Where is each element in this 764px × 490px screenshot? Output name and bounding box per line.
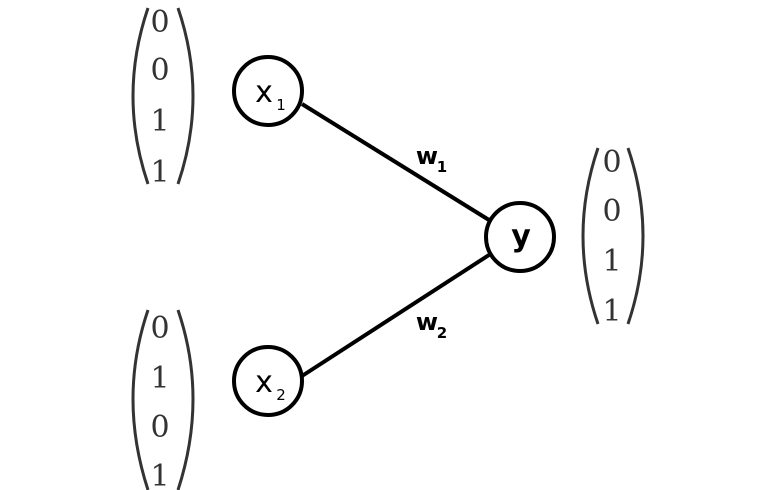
node-label: y (511, 219, 531, 254)
vector-entry: 1 (602, 244, 621, 279)
left-paren (581, 147, 600, 325)
vector-entry: 1 (602, 294, 621, 329)
weight-w2: w 2 (416, 308, 447, 342)
weight-label: w (416, 142, 438, 170)
weight-w1: w 1 (416, 142, 447, 176)
edge-x2-y (300, 253, 491, 378)
left-paren (131, 309, 150, 490)
x1-vector: 0 0 1 1 (131, 5, 195, 190)
node-label: x (255, 75, 273, 110)
vector-entry: 0 (150, 311, 169, 346)
vector-entry: 1 (150, 459, 169, 490)
weight-label: w (416, 308, 438, 336)
left-paren (131, 7, 150, 185)
node-y: y (484, 201, 556, 273)
vector-entry: 0 (150, 53, 169, 88)
node-circle (232, 55, 304, 127)
node-subscript: 2 (276, 386, 286, 404)
vector-entry: 0 (150, 5, 169, 40)
node-label: x (255, 365, 273, 400)
right-paren (176, 7, 195, 185)
node-subscript: 1 (276, 96, 286, 114)
vector-entry: 0 (150, 410, 169, 445)
weight-subscript: 2 (437, 324, 447, 342)
vector-entry: 1 (150, 104, 169, 139)
vector-entry: 1 (150, 361, 169, 396)
vector-entry: 0 (602, 145, 621, 180)
node-x1: x 1 (232, 55, 304, 127)
vector-entry: 1 (150, 155, 169, 190)
vector-entry: 0 (602, 194, 621, 229)
node-circle (484, 201, 556, 273)
node-x2: x 2 (232, 345, 304, 417)
right-paren (176, 309, 195, 490)
edge-x1-y (300, 102, 491, 222)
node-circle (232, 345, 304, 417)
right-paren (626, 147, 645, 325)
weight-subscript: 1 (437, 158, 447, 176)
x2-vector: 0 1 0 1 (131, 309, 195, 490)
y-vector: 0 0 1 1 (581, 145, 645, 329)
